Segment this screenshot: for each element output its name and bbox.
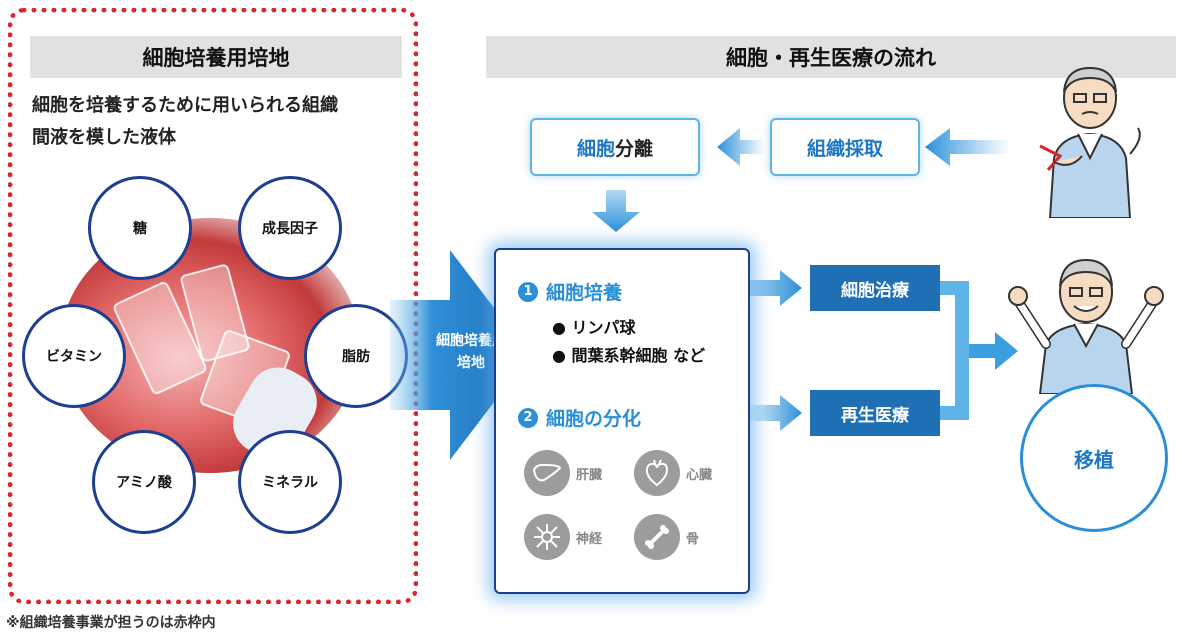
step-2: 2 細胞の分化 [518,404,641,431]
description-line-2: 間液を模した液体 [32,127,176,148]
organ-bone: 骨 [634,514,699,560]
connector-vertical [955,281,969,420]
heart-icon [634,450,680,496]
organ-liver-label: 肝臓 [576,467,603,483]
organ-nerve: 神経 [524,514,602,560]
step-1-label: 細胞培養 [546,282,623,304]
step-1-number: 1 [518,281,538,302]
nutrient-sugar: 糖 [88,176,192,280]
patient-injured-illustration [1039,66,1141,218]
arrow-label-line-2: 培地 [457,355,485,371]
arrow-to-therapy [710,270,802,306]
bullet-mesenchymal: ● 間葉系幹細胞 など [552,346,706,365]
step-1: 1 細胞培養 [518,278,622,305]
separation-prefix: 細胞 [576,137,615,160]
cell-therapy-box: 細胞治療 [810,265,940,311]
arrow-patient-to-harvest [925,128,1010,166]
arrow-to-regen [740,395,802,431]
nutrient-amino-acid: アミノ酸 [92,430,196,534]
culture-medium-title: 細胞培養用培地 [30,36,402,78]
transplant-circle: 移植 [1020,384,1168,532]
tissue-harvest-box: 組織採取 [770,118,920,176]
bone-icon [634,514,680,560]
arrow-to-patient [969,332,1018,370]
bullet-lymphocyte: ● リンパ球 [552,318,636,337]
step-2-label: 細胞の分化 [546,408,642,430]
nutrient-mineral: ミネラル [238,430,342,534]
arrow-label: 細胞培養用 培地 [416,330,526,374]
nutrient-growth-factor: 成長因子 [238,176,342,280]
organ-liver: 肝臓 [524,450,602,496]
patient-healthy-illustration [1008,258,1164,394]
arrow-harvest-to-separation [717,128,765,166]
regenerative-medicine-box: 再生医療 [810,390,940,436]
regenerative-flow-title: 細胞・再生医療の流れ [486,36,1176,78]
arrow-label-line-1: 細胞培養用 [436,333,506,349]
liver-icon [524,450,570,496]
step-2-number: 2 [518,407,538,428]
cell-culture-process-box: 1 細胞培養 ● リンパ球 ● 間葉系幹細胞 など 2 細胞の分化 肝臓 心臓 … [494,248,750,594]
organ-nerve-label: 神経 [576,531,603,547]
separation-suffix: 分離 [615,137,654,160]
neuron-icon [524,514,570,560]
arrow-separation-down [592,190,640,232]
footnote: ※組織培養事業が担うのは赤枠内 [6,615,216,631]
description-line-1: 細胞を培養するために用いられる組織 [32,95,338,116]
culture-medium-arrow [390,250,530,460]
nutrient-vitamin: ビタミン [22,304,126,408]
organ-bone-label: 骨 [686,531,700,547]
cell-separation-box: 細胞分離 [530,118,700,176]
organ-heart-label: 心臓 [686,467,713,483]
organ-heart: 心臓 [634,450,712,496]
culture-medium-description: 細胞を培養するために用いられる組織 間液を模した液体 [32,90,404,154]
